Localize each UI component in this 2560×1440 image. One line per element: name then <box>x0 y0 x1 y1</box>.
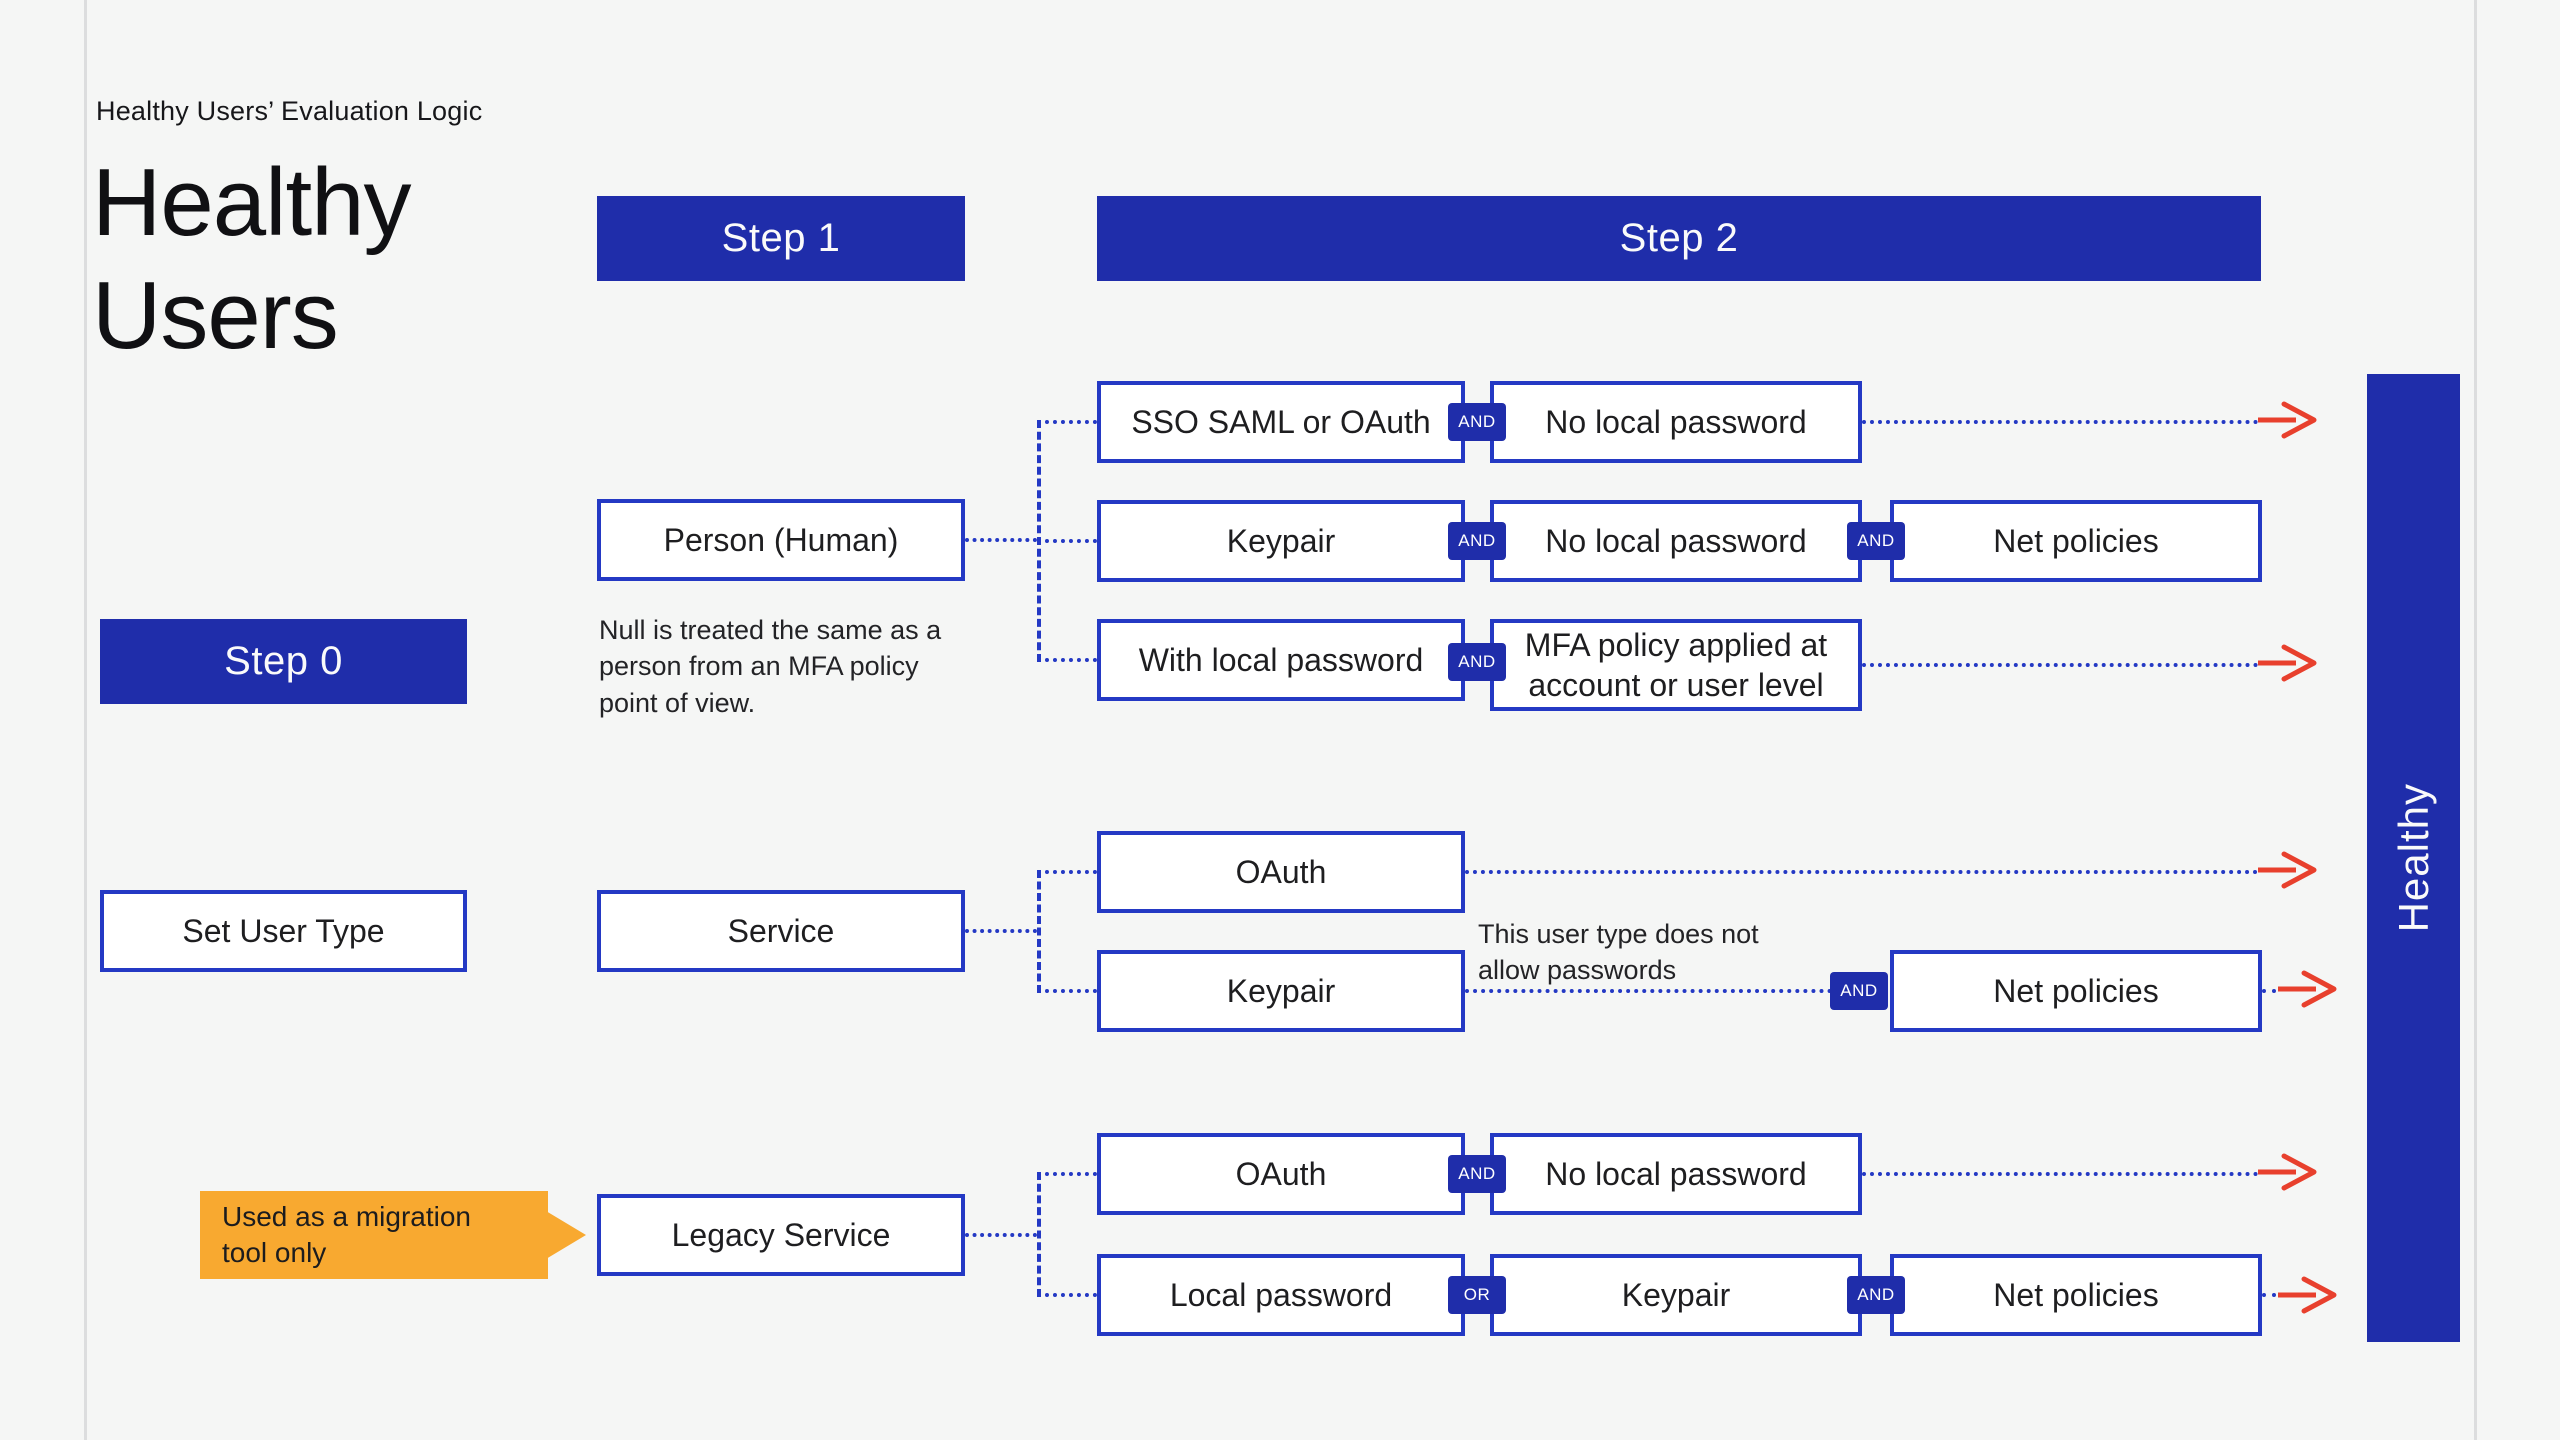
node-local-password: Local password <box>1097 1254 1465 1336</box>
and-badge-row2a-label: AND <box>1458 531 1496 550</box>
and-badge-legacy2-label: AND <box>1857 1285 1895 1304</box>
node-keypair-legacy: Keypair <box>1490 1254 1862 1336</box>
node-no-local-password-legacy: No local password <box>1490 1133 1862 1215</box>
page-title: Healthy Users <box>92 146 411 373</box>
node-no-local-password-1-label: No local password <box>1545 404 1807 440</box>
connector-legacy-branch1 <box>1037 1172 1097 1176</box>
arrow-service-oauth-to-healthy <box>2258 851 2317 889</box>
step0-label: Step 0 <box>224 639 343 683</box>
node-no-local-password-2-label: No local password <box>1545 523 1807 559</box>
note-service-no-passwords: This user type does not allow passwords <box>1478 919 1759 986</box>
step0-header: Step 0 <box>100 619 467 704</box>
and-badge-row2a: AND <box>1448 522 1506 560</box>
node-person-label: Person (Human) <box>663 522 899 558</box>
connector-service-oauth-exit <box>1465 870 2258 874</box>
connector-legacy-out <box>965 1233 1037 1237</box>
node-with-local-password-label: With local password <box>1138 642 1424 678</box>
connector-person-branch2 <box>1037 539 1097 543</box>
connector-person-out <box>965 538 1037 542</box>
node-net-policies-legacy: Net policies <box>1890 1254 2262 1336</box>
node-net-policies-legacy-label: Net policies <box>1993 1277 2159 1313</box>
node-mfa-policy: MFA policy applied at account or user le… <box>1490 619 1862 711</box>
step1-header: Step 1 <box>597 196 965 281</box>
node-no-local-password-2: No local password <box>1490 500 1862 582</box>
connector-service-branch2 <box>1037 989 1097 993</box>
migration-callout-pointer <box>546 1211 586 1259</box>
migration-callout: Used as a migration tool only <box>200 1191 548 1279</box>
step2-header: Step 2 <box>1097 196 2261 281</box>
node-no-local-password-legacy-label: No local password <box>1545 1156 1807 1192</box>
node-oauth-legacy-label: OAuth <box>1235 1156 1327 1192</box>
arrow-row3-to-healthy <box>2258 644 2317 682</box>
node-sso-saml-oauth: SSO SAML or OAuth <box>1097 381 1465 463</box>
connector-service-net-exit <box>2262 989 2276 993</box>
connector-legacy-net-exit <box>2262 1293 2276 1297</box>
node-net-policies-service: Net policies <box>1890 950 2262 1032</box>
migration-callout-label: Used as a migration tool only <box>222 1200 472 1268</box>
arrow-service-net-to-healthy <box>2278 970 2337 1008</box>
node-keypair-person-label: Keypair <box>1226 523 1336 559</box>
node-net-policies-person: Net policies <box>1890 500 2262 582</box>
node-keypair-legacy-label: Keypair <box>1621 1277 1731 1313</box>
node-set-user-type: Set User Type <box>100 890 467 972</box>
note-null-mfa: Null is treated the same as a person fro… <box>599 615 942 718</box>
page-kicker: Healthy Users’ Evaluation Logic <box>96 96 483 126</box>
node-set-user-type-label: Set User Type <box>182 913 385 949</box>
and-badge-legacy1: AND <box>1448 1155 1506 1193</box>
and-badge-service: AND <box>1830 972 1888 1010</box>
connector-legacy-trunk <box>1037 1172 1041 1297</box>
connector-legacy-branch2 <box>1037 1293 1097 1297</box>
node-legacy-service-label: Legacy Service <box>671 1217 891 1253</box>
node-no-local-password-1: No local password <box>1490 381 1862 463</box>
node-with-local-password: With local password <box>1097 619 1465 701</box>
and-badge-service-label: AND <box>1840 981 1878 1000</box>
node-legacy-service: Legacy Service <box>597 1194 965 1276</box>
connector-service-trunk <box>1037 870 1041 993</box>
connector-person-branch3 <box>1037 658 1097 662</box>
and-badge-row1: AND <box>1448 403 1506 441</box>
canvas-border-left <box>84 0 87 1440</box>
node-service-label: Service <box>727 913 835 949</box>
node-net-policies-person-label: Net policies <box>1993 523 2159 559</box>
and-badge-row3-label: AND <box>1458 652 1496 671</box>
step1-label: Step 1 <box>721 216 841 260</box>
and-badge-legacy2: AND <box>1847 1276 1905 1314</box>
node-keypair-person: Keypair <box>1097 500 1465 582</box>
step2-label: Step 2 <box>1619 216 1739 260</box>
node-sso-label: SSO SAML or OAuth <box>1131 404 1431 440</box>
node-person: Person (Human) <box>597 499 965 581</box>
arrow-legacy-net-to-healthy <box>2278 1276 2337 1314</box>
canvas-border-right <box>2474 0 2477 1440</box>
node-net-policies-service-label: Net policies <box>1993 973 2159 1009</box>
and-badge-row1-label: AND <box>1458 412 1496 431</box>
connector-service-out <box>965 929 1037 933</box>
healthy-label: Healthy <box>2389 783 2437 933</box>
or-badge-legacy-label: OR <box>1463 1285 1491 1304</box>
and-badge-row3: AND <box>1448 643 1506 681</box>
and-badge-row2b-label: AND <box>1857 531 1895 550</box>
connector-row3-exit <box>1862 663 2258 667</box>
node-mfa-policy-label: MFA policy applied at account or user le… <box>1524 627 1828 703</box>
node-oauth-service: OAuth <box>1097 831 1465 913</box>
node-keypair-service-label: Keypair <box>1226 973 1336 1009</box>
and-badge-row2b: AND <box>1847 522 1905 560</box>
page-title-line1: Healthy <box>92 149 411 256</box>
arrow-row1-to-healthy <box>2258 401 2317 439</box>
connector-service-keypair-line <box>1465 989 1832 993</box>
node-service: Service <box>597 890 965 972</box>
node-local-password-label: Local password <box>1169 1277 1393 1313</box>
arrow-legacy-oauth-to-healthy <box>2258 1153 2317 1191</box>
page-title-line2: Users <box>92 262 339 370</box>
and-badge-legacy1-label: AND <box>1458 1164 1496 1183</box>
connector-service-branch1 <box>1037 870 1097 874</box>
healthy-result-bar: Healthy <box>2367 374 2460 1342</box>
or-badge-legacy: OR <box>1448 1276 1506 1314</box>
node-oauth-service-label: OAuth <box>1235 854 1327 890</box>
node-oauth-legacy: OAuth <box>1097 1133 1465 1215</box>
connector-row1-exit <box>1862 420 2258 424</box>
connector-legacy-oauth-exit <box>1862 1172 2258 1176</box>
connector-person-branch1 <box>1037 420 1097 424</box>
node-keypair-service: Keypair <box>1097 950 1465 1032</box>
